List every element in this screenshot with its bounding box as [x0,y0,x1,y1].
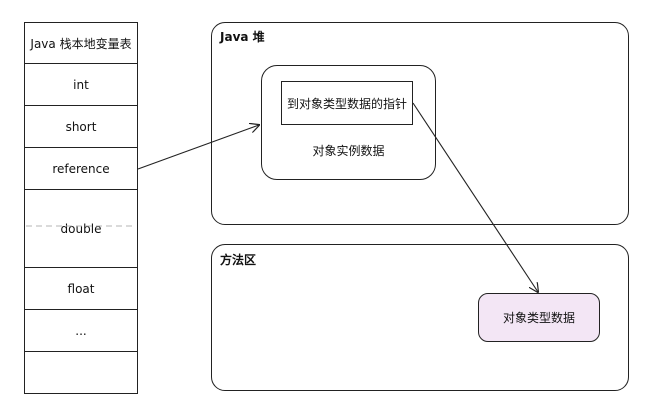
stack-cell-float: float [24,268,138,310]
stack-title: Java 栈本地变量表 [24,22,138,64]
stack-cell-empty [24,352,138,394]
stack-cell-reference: reference [24,148,138,190]
stack-cell-short: short [24,106,138,148]
pointer-box: 到对象类型数据的指针 [281,81,413,125]
method-area-label: 方法区 [220,253,257,267]
stack-cell-ellipsis: ... [24,310,138,352]
stack-cell-int: int [24,64,138,106]
type-data-box: 对象类型数据 [478,293,600,342]
stack-cell-double: double [24,190,138,268]
instance-data-label: 对象实例数据 [312,143,385,158]
java-heap-label: Java 堆 [220,30,265,44]
